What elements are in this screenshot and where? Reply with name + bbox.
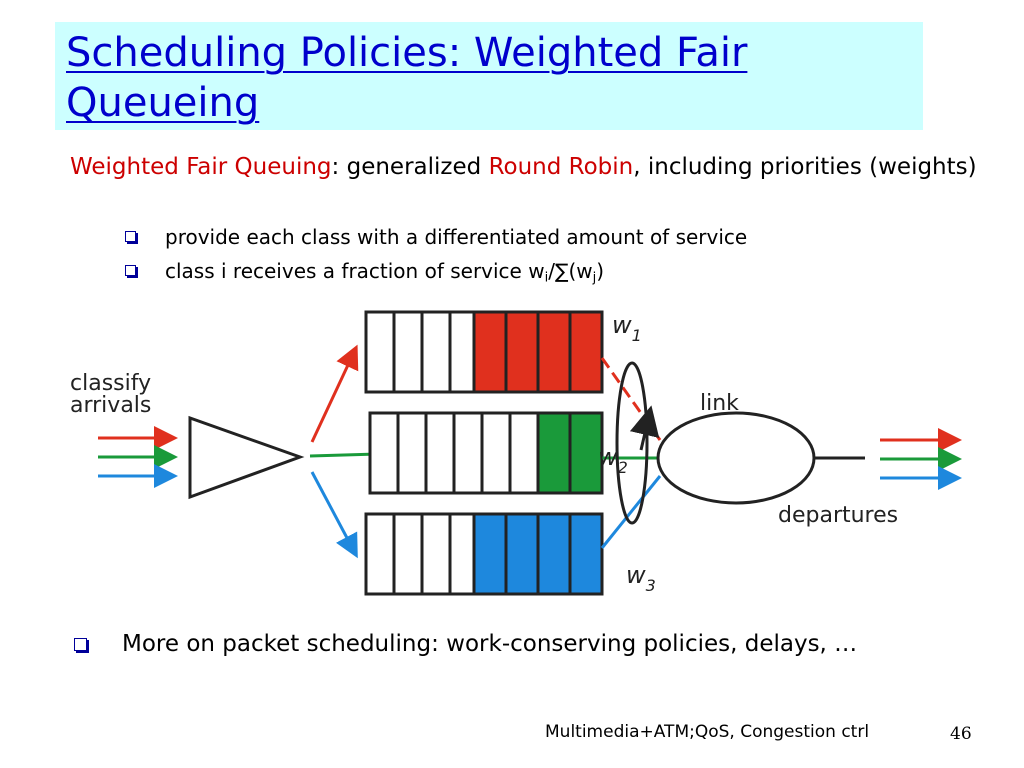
intro-text-1: : generalized <box>331 154 489 180</box>
classify-label: classify <box>70 371 151 396</box>
queue-2 <box>368 411 604 495</box>
bullet-text-1: provide each class with a differentiated… <box>165 225 748 249</box>
subscript-i: i <box>544 270 549 286</box>
slash: / <box>548 259 555 283</box>
wfq-term: Weighted Fair Queuing <box>70 154 332 180</box>
fraction-text: class i receives a fraction of service w <box>165 259 545 283</box>
queue-1 <box>364 310 604 394</box>
weight-label-2: w2 <box>598 443 628 477</box>
round-robin-loop <box>615 361 649 525</box>
link-label: link <box>700 391 739 416</box>
more-text: More on packet scheduling: work-conservi… <box>122 631 858 657</box>
queue1-to-link-line <box>600 357 662 441</box>
title-box <box>55 22 923 130</box>
queue-3 <box>364 512 604 596</box>
footer-text: Multimedia+ATM;QoS, Congestion ctrl <box>545 722 870 742</box>
paren-open: (w <box>568 259 593 283</box>
arrivals-label: arrivals <box>70 393 151 418</box>
square-bullet-icon <box>74 638 87 651</box>
classify-arrow-blue <box>310 471 358 559</box>
subscript-j: j <box>592 270 597 286</box>
paren-close: ) <box>596 259 605 283</box>
classifier-triangle <box>188 415 305 500</box>
intro-text-2: , including priorities (weights) <box>633 154 977 180</box>
weight-label-3: w3 <box>626 561 656 595</box>
square-bullet-icon <box>125 231 136 242</box>
departures-label: departures <box>778 503 898 528</box>
wfq-diagram: classify arrivals w1 w2 w3 link <box>70 310 962 596</box>
square-bullet-icon <box>125 265 136 276</box>
link-ellipse <box>656 411 816 505</box>
sigma-symbol: ∑ <box>554 259 569 283</box>
round-robin-arrow-icon <box>629 405 660 451</box>
intro-paragraph: Weighted Fair Queuing: generalized Round… <box>70 152 1024 182</box>
weight-label-1: w1 <box>612 311 642 345</box>
queue3-to-link-line <box>600 475 662 549</box>
classify-arrow-red <box>310 344 359 443</box>
page-number: 46 <box>950 724 972 744</box>
slide-title: Scheduling Policies: Weighted Fair Queue… <box>66 30 748 126</box>
round-robin-term: Round Robin <box>488 154 634 180</box>
bullet-text-2: class i receives a fraction of service w… <box>165 258 604 291</box>
